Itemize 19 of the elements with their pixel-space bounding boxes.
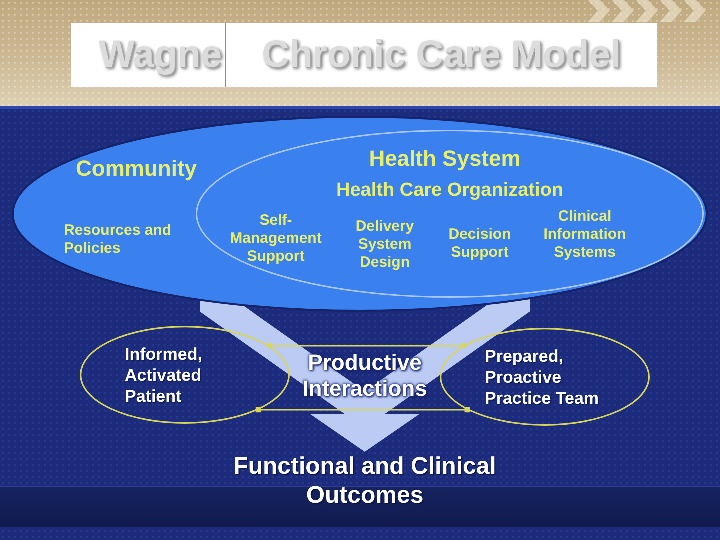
- title-fragment-text: Wagne: [98, 33, 222, 77]
- role-label: Informed, Activated Patient: [125, 344, 204, 407]
- element-label: Decision Support: [448, 226, 512, 262]
- practice-team-ellipse: [440, 328, 650, 426]
- group-heading: Health System: [368, 146, 522, 172]
- community-ellipse: [12, 116, 708, 312]
- role-label: Prepared, Proactive Practice Team: [485, 346, 600, 409]
- title-text: Chronic Care Model: [262, 33, 621, 77]
- element-label: Self-Management Support: [229, 212, 323, 266]
- health-system-ellipse: [196, 130, 704, 298]
- element-label: Clinical Information Systems: [542, 208, 628, 262]
- element-label: Delivery System Design: [354, 218, 416, 272]
- outcomes-text: Functional and Clinical Outcomes: [215, 452, 515, 510]
- patient-ellipse: [80, 326, 290, 424]
- connector-line: [256, 407, 470, 413]
- group-heading: Community: [76, 156, 198, 182]
- subgroup-heading: Health Care Organization: [336, 180, 564, 202]
- element-label: Resources and Policies: [64, 222, 173, 258]
- connector-line: [267, 343, 466, 349]
